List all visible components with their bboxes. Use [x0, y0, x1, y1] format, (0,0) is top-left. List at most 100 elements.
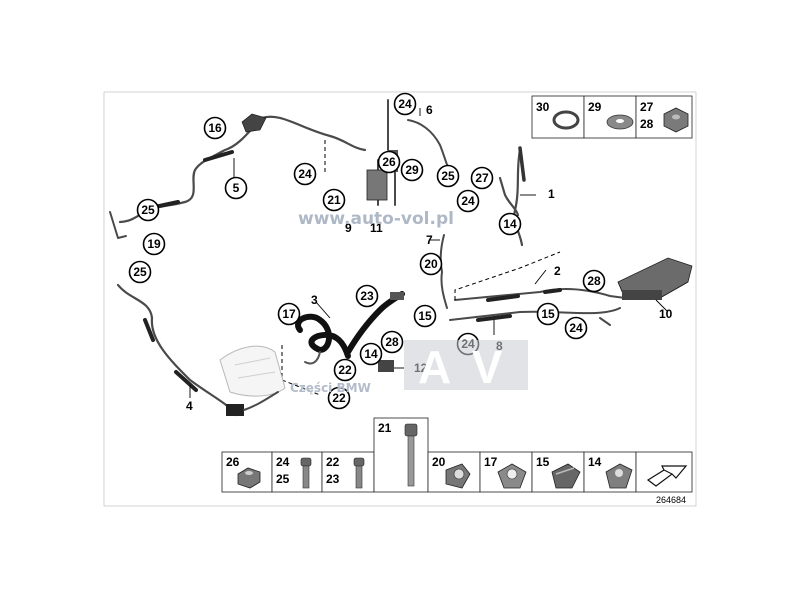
part-label-6: 6 — [426, 103, 433, 117]
callout-15: 15 — [413, 304, 437, 328]
inset-top-label-2: 28 — [640, 117, 654, 131]
callout-circle — [136, 198, 160, 222]
callout-label: 24 — [461, 194, 475, 208]
callout-label: 19 — [147, 237, 161, 251]
watermark-caption: Części BMW — [290, 381, 371, 395]
inset-bottom-label: 21 — [378, 421, 392, 435]
callout-24: 24 — [293, 162, 317, 186]
callout-circle — [436, 164, 460, 188]
callout-label: 29 — [405, 163, 419, 177]
callout-label: 24 — [398, 97, 412, 111]
callout-circle — [564, 316, 588, 340]
callout-label: 5 — [233, 181, 240, 195]
part-label-3: 3 — [311, 293, 318, 307]
callout-circle — [380, 330, 404, 354]
callout-26: 26 — [377, 150, 401, 174]
long-bolt-icon — [404, 423, 418, 487]
callout-28: 28 — [380, 330, 404, 354]
pipe-2 — [454, 288, 626, 301]
callout-25: 25 — [436, 164, 460, 188]
part-label-11: 11 — [370, 221, 383, 235]
hoses-layer — [109, 99, 693, 417]
inset-top-label: 29 — [588, 100, 602, 114]
callout-circle — [400, 158, 424, 182]
watermark-logo: AV — [404, 340, 528, 393]
callout-label: 16 — [208, 121, 222, 135]
inset-bottom-label: 26 — [226, 455, 240, 469]
callout-label: 14 — [503, 217, 517, 231]
callout-29: 29 — [400, 158, 424, 182]
part-label-1: 1 — [548, 187, 555, 201]
diagram-frame — [103, 91, 697, 507]
callout-circle — [582, 269, 606, 293]
callout-label: 15 — [418, 309, 432, 323]
callout-24: 24 — [564, 316, 588, 340]
inset-bottom-label-2: 23 — [326, 472, 340, 486]
callout-23: 23 — [355, 284, 379, 308]
callout-label: 17 — [282, 307, 296, 321]
part-label-7: 7 — [426, 233, 433, 247]
leader-lines — [189, 108, 669, 398]
callout-15: 15 — [536, 302, 560, 326]
callout-circle — [355, 284, 379, 308]
callout-16: 16 — [203, 116, 227, 140]
callout-circle — [128, 260, 152, 284]
callout-24: 24 — [393, 92, 417, 116]
callout-label: 24 — [569, 321, 583, 335]
callout-17: 17 — [277, 302, 301, 326]
callout-circle — [377, 150, 401, 174]
fluid-reservoir — [219, 345, 286, 397]
callout-circle — [536, 302, 560, 326]
pipe-7 — [439, 234, 448, 309]
callout-label: 21 — [327, 193, 341, 207]
callout-circle — [359, 342, 383, 366]
bracket-16 — [241, 113, 267, 133]
callout-circle — [322, 188, 346, 212]
callout-circle — [413, 304, 437, 328]
pipe-8 — [449, 307, 621, 326]
hydraulic-pump-10 — [617, 257, 693, 300]
inset-bottom-label: 20 — [432, 455, 446, 469]
flange-nut-icon — [237, 467, 261, 489]
callout-circle — [456, 189, 480, 213]
callout-label: 22 — [338, 363, 352, 377]
callout-circle — [498, 212, 522, 236]
callout-label: 22 — [332, 391, 346, 405]
inset-top: 30 29 27 28 — [531, 95, 693, 139]
callout-circle — [277, 302, 301, 326]
callout-circle — [224, 176, 248, 200]
callout-14: 14 — [498, 212, 522, 236]
inset-bottom-label: 15 — [536, 455, 550, 469]
holder-icon — [605, 463, 633, 489]
callout-22: 22 — [333, 358, 357, 382]
callout-24: 24 — [456, 189, 480, 213]
callout-label: 26 — [382, 155, 396, 169]
inset-top-label: 27 — [640, 100, 654, 114]
callout-circle — [293, 162, 317, 186]
callout-label: 20 — [424, 257, 438, 271]
callout-25: 25 — [136, 198, 160, 222]
inset-top-label: 30 — [536, 100, 550, 114]
callout-22: 22 — [327, 386, 351, 410]
callout-label: 25 — [141, 203, 155, 217]
part-label-10: 10 — [659, 307, 673, 321]
part-label-9: 9 — [345, 221, 352, 235]
clip-icon — [551, 463, 581, 489]
callout-label: 28 — [385, 335, 399, 349]
callout-25: 25 — [128, 260, 152, 284]
callout-circle — [393, 92, 417, 116]
direction-arrow-icon — [646, 465, 688, 487]
callout-label: 14 — [364, 347, 378, 361]
hose-3 — [295, 313, 351, 359]
inset-bottom-label: 22 — [326, 455, 340, 469]
reference-number: 264684 — [656, 495, 686, 505]
pipe-clamp-icon — [445, 463, 471, 489]
callout-21: 21 — [322, 188, 346, 212]
callout-circle — [203, 116, 227, 140]
callout-label: 24 — [298, 167, 312, 181]
bolt-icon — [353, 457, 365, 489]
callout-label: 23 — [360, 289, 374, 303]
part-label-4: 4 — [186, 399, 193, 413]
callout-19: 19 — [142, 232, 166, 256]
